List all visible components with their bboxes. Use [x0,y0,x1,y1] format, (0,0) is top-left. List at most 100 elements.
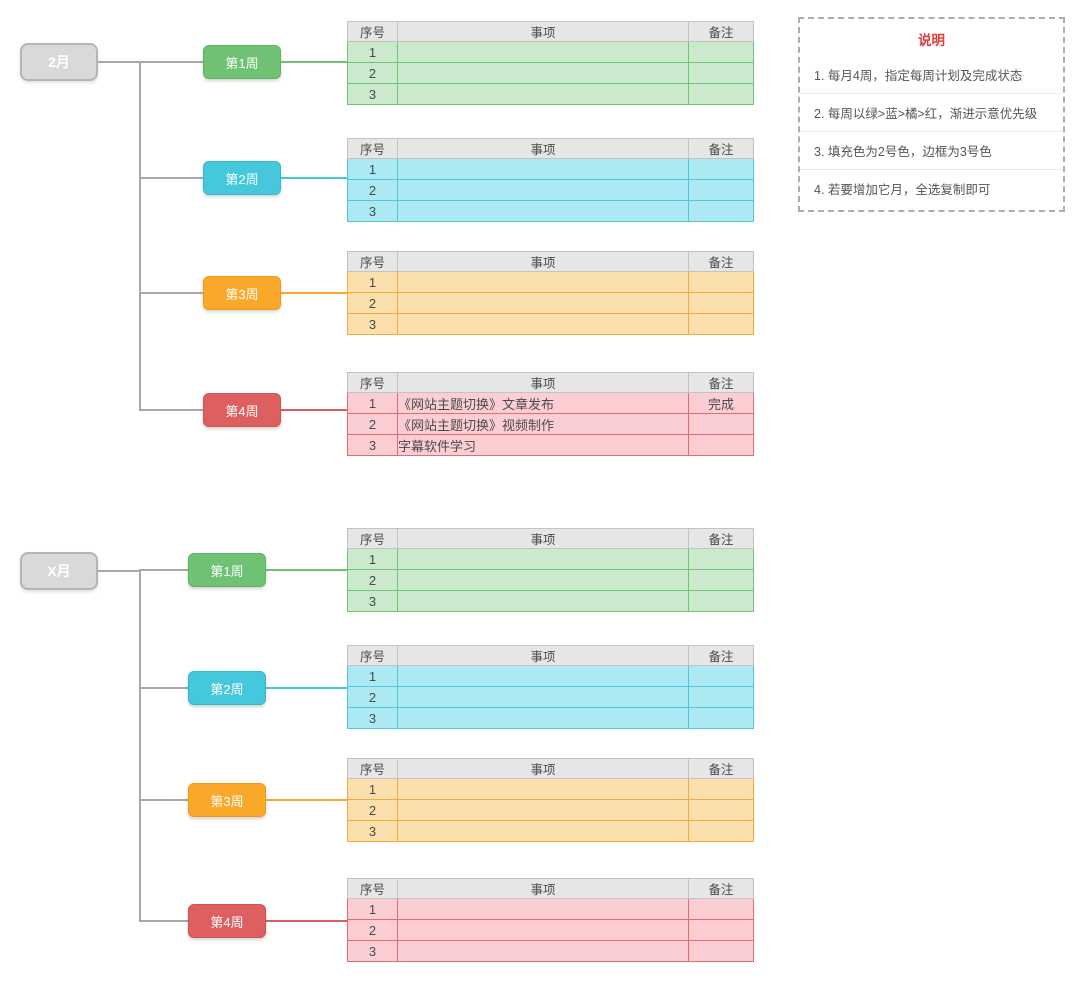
cell-item[interactable] [397,62,689,84]
cell-item[interactable] [397,179,689,201]
connector-line-blue [266,687,347,689]
connector-line [98,570,139,572]
cell-item[interactable] [397,200,689,222]
cell-no[interactable]: 3 [347,434,398,456]
cell-item[interactable] [397,898,689,920]
cell-item[interactable] [397,686,689,708]
connector-line-green [266,569,347,571]
cell-item[interactable] [397,820,689,842]
cell-no[interactable]: 2 [347,292,398,314]
cell-no[interactable]: 1 [347,548,398,570]
cell-no[interactable]: 3 [347,83,398,105]
connector-line [139,920,188,922]
table-row: 3 [347,313,754,335]
cell-no[interactable]: 1 [347,778,398,800]
month-node[interactable]: X月 [20,552,98,590]
connector-line [139,799,188,801]
week-node-4[interactable]: 第4周 [188,904,266,938]
cell-note[interactable] [688,62,754,84]
cell-note[interactable] [688,569,754,591]
col-header-no: 序号 [347,758,398,779]
cell-item[interactable] [397,778,689,800]
week-node-2[interactable]: 第2周 [203,161,281,195]
cell-item[interactable] [397,799,689,821]
connector-line-green [281,61,347,63]
cell-item[interactable]: 《网站主题切换》视频制作 [397,413,689,435]
cell-note[interactable] [688,158,754,180]
cell-note[interactable] [688,271,754,293]
cell-note[interactable] [688,919,754,941]
cell-note[interactable]: 完成 [688,392,754,414]
cell-item[interactable] [397,313,689,335]
cell-note[interactable] [688,686,754,708]
week-node-4[interactable]: 第4周 [203,393,281,427]
cell-item[interactable] [397,158,689,180]
col-header-no: 序号 [347,138,398,159]
cell-no[interactable]: 3 [347,940,398,962]
cell-note[interactable] [688,940,754,962]
cell-no[interactable]: 2 [347,919,398,941]
cell-note[interactable] [688,434,754,456]
month-node[interactable]: 2月 [20,43,98,81]
cell-no[interactable]: 2 [347,413,398,435]
col-header-note: 备注 [688,528,754,549]
cell-note[interactable] [688,413,754,435]
cell-item[interactable] [397,919,689,941]
cell-item[interactable] [397,590,689,612]
table-row: 1 [347,548,754,570]
cell-no[interactable]: 1 [347,41,398,63]
cell-item[interactable]: 字幕软件学习 [397,434,689,456]
cell-note[interactable] [688,179,754,201]
col-header-item: 事项 [397,372,689,393]
cell-note[interactable] [688,41,754,63]
week-node-3[interactable]: 第3周 [203,276,281,310]
col-header-note: 备注 [688,758,754,779]
table-row: 2 [347,799,754,821]
cell-item[interactable] [397,707,689,729]
cell-note[interactable] [688,590,754,612]
cell-item[interactable]: 《网站主题切换》文章发布 [397,392,689,414]
cell-note[interactable] [688,292,754,314]
cell-note[interactable] [688,898,754,920]
cell-no[interactable]: 2 [347,179,398,201]
cell-item[interactable] [397,271,689,293]
cell-note[interactable] [688,83,754,105]
cell-note[interactable] [688,313,754,335]
week-node-2[interactable]: 第2周 [188,671,266,705]
cell-note[interactable] [688,799,754,821]
cell-note[interactable] [688,665,754,687]
cell-item[interactable] [397,940,689,962]
cell-no[interactable]: 2 [347,569,398,591]
week-node-1[interactable]: 第1周 [188,553,266,587]
cell-no[interactable]: 3 [347,200,398,222]
week-node-1[interactable]: 第1周 [203,45,281,79]
cell-no[interactable]: 1 [347,392,398,414]
cell-note[interactable] [688,820,754,842]
cell-no[interactable]: 1 [347,158,398,180]
cell-item[interactable] [397,292,689,314]
cell-no[interactable]: 1 [347,271,398,293]
cell-no[interactable]: 3 [347,707,398,729]
col-header-no: 序号 [347,528,398,549]
cell-item[interactable] [397,665,689,687]
cell-no[interactable]: 2 [347,62,398,84]
cell-item[interactable] [397,41,689,63]
cell-no[interactable]: 1 [347,665,398,687]
col-header-item: 事项 [397,528,689,549]
connector-line [139,409,203,411]
week-node-3[interactable]: 第3周 [188,783,266,817]
cell-no[interactable]: 3 [347,313,398,335]
cell-no[interactable]: 3 [347,590,398,612]
cell-no[interactable]: 3 [347,820,398,842]
cell-no[interactable]: 2 [347,799,398,821]
cell-no[interactable]: 2 [347,686,398,708]
cell-item[interactable] [397,548,689,570]
cell-no[interactable]: 1 [347,898,398,920]
cell-note[interactable] [688,200,754,222]
cell-note[interactable] [688,778,754,800]
table-row: 2 [347,292,754,314]
cell-item[interactable] [397,83,689,105]
cell-note[interactable] [688,707,754,729]
cell-item[interactable] [397,569,689,591]
cell-note[interactable] [688,548,754,570]
